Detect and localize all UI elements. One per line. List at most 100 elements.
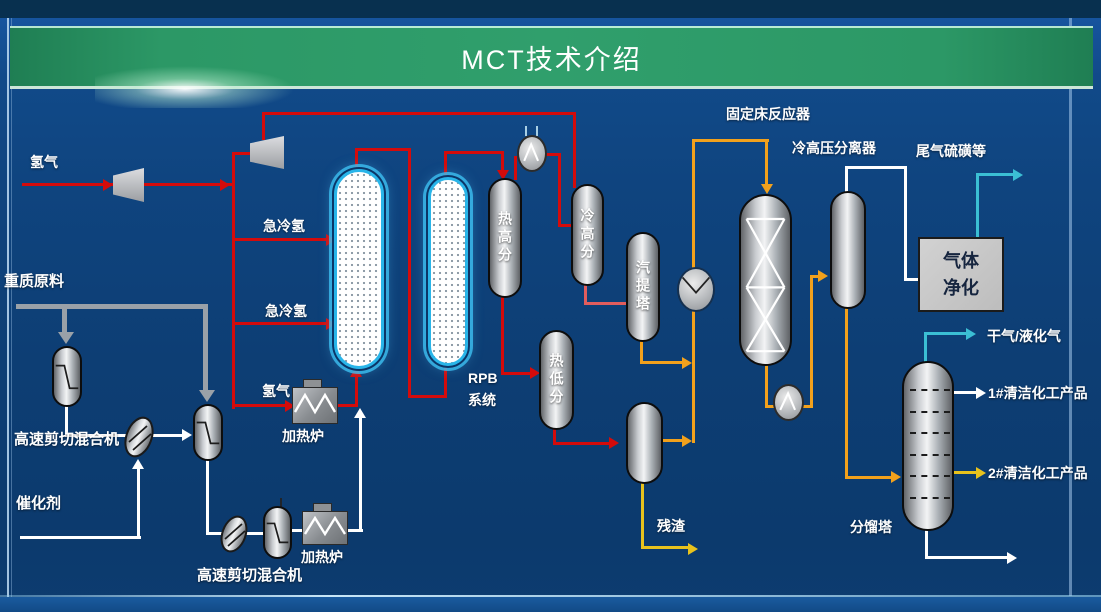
pipe-stripper-bottoms-b <box>640 361 686 364</box>
label-residue: 残渣 <box>657 518 685 534</box>
pipe-frac-bottoms-b <box>925 556 1010 559</box>
pipe-sep-inlet-b <box>810 275 822 278</box>
furnace2-body <box>302 511 348 545</box>
label-furnace-h2: 氢气 <box>262 383 290 399</box>
tray-line <box>910 497 950 499</box>
arrow-residue <box>688 543 698 555</box>
arrow-hotlp-inlet <box>530 367 540 379</box>
label-rpb-line1: RPB <box>468 370 498 386</box>
tray-line <box>910 475 950 477</box>
arrow-h2-manifold <box>220 179 230 191</box>
pipe-hothp-bottoms-b <box>501 372 532 375</box>
arrow-stripper-bottoms <box>682 357 692 369</box>
pipe-quench1 <box>232 238 328 241</box>
gas-purification-label: 气体净化 <box>943 251 979 298</box>
label-dry-gas: 干气/液化气 <box>987 328 1061 344</box>
arrow-frac-bottoms <box>1007 552 1017 564</box>
pipe-hx-out-a <box>545 153 561 156</box>
pipe-furnace1-inlet <box>232 404 287 407</box>
arrow-drygas <box>966 328 976 340</box>
furnace1-icon <box>292 379 338 424</box>
pipe-drum-out <box>662 439 687 442</box>
label-fixed-bed-reactor: 固定床反应器 <box>726 106 810 122</box>
pipe-hx1-out-a <box>65 404 68 437</box>
arrow-hothp-inlet <box>497 170 509 180</box>
pipe-tailgas-a <box>976 175 979 239</box>
hot-lp-separator: 热低分 <box>539 330 574 430</box>
pipe-furnace2-out-a <box>345 529 363 532</box>
surge-drum <box>626 402 663 484</box>
frame-left-line <box>7 18 9 612</box>
pipe-sep-overhead-a <box>845 168 848 195</box>
pipe-furnace1-outlet <box>336 404 358 407</box>
title-banner: MCT技术介绍 <box>10 26 1093 89</box>
arrow-catalyst <box>132 459 144 469</box>
pipe-hothp-to-hx <box>514 156 517 180</box>
pipe-r1-to-r2-a <box>355 148 411 151</box>
arrow-feed-hx1 <box>58 332 74 344</box>
label-furnace2: 加热炉 <box>301 549 343 565</box>
pipe-top-header <box>262 112 576 115</box>
hot-hp-separator-label: 热高分 <box>497 211 513 265</box>
arrow-tailgas <box>1013 169 1023 181</box>
pipe-h2-manifold <box>232 154 235 409</box>
pipe-hx2-out-b <box>206 532 222 535</box>
fixed-bed-lattice <box>745 217 786 353</box>
label-rpb-line2: 系统 <box>468 392 496 408</box>
label-cold-hp-separator: 冷高压分离器 <box>792 140 876 156</box>
arrow-furnace2-join <box>354 408 366 418</box>
pipe-reactor-bottoms <box>765 363 768 408</box>
pipe-hx2-in <box>765 405 777 408</box>
gas-purification-box: 气体净化 <box>918 237 1004 312</box>
arrow-furnace1 <box>285 400 295 412</box>
shear-mixer2-icon <box>220 515 248 553</box>
compressor1-icon <box>113 168 144 202</box>
pipe-sep-bottoms-a <box>845 308 848 479</box>
pipe-sep-inlet-a <box>810 278 813 408</box>
pipe-coldhp-bottoms-a <box>584 283 587 305</box>
label-heavy-feed: 重质原料 <box>4 273 65 290</box>
cold-hp-separator-vessel <box>830 191 866 309</box>
pipe-quench2 <box>232 322 328 325</box>
label-quench-upper: 急冷氢 <box>263 218 305 234</box>
arrow-quench1 <box>326 234 336 246</box>
pipe-r1-to-r2-c <box>408 395 447 398</box>
tray-line <box>910 432 950 434</box>
cold-hp-separator-small: 冷高分 <box>571 184 604 286</box>
rpb-reactor1 <box>334 169 384 369</box>
pipe-frac-feed <box>845 476 894 479</box>
pipe-product2 <box>951 471 978 474</box>
label-product1: 1#清洁化工产品 <box>988 385 1088 401</box>
pipe-residue-a <box>641 481 644 549</box>
pipe-hx2-out <box>800 405 813 408</box>
pipe-hx1-out-b <box>65 434 127 437</box>
arrow-mixer1-out <box>182 429 192 441</box>
tray-line <box>910 389 950 391</box>
pipe-r1-to-r2-b <box>408 148 411 398</box>
pipe-r2-to-hothp <box>444 151 504 154</box>
frame-left-line-2 <box>11 18 12 612</box>
label-hydrogen-feed: 氢气 <box>30 154 58 170</box>
furnace1-body <box>292 387 338 424</box>
pipe-product1 <box>951 391 978 394</box>
pipe-catalyst-a <box>20 536 141 539</box>
pipe-heavy-feed-drop2 <box>203 307 208 391</box>
pipe-mixer1-out <box>153 434 187 437</box>
label-product2: 2#清洁化工产品 <box>988 465 1088 481</box>
arrow-sep-inlet <box>818 270 828 282</box>
pipe-coldhp-bottoms-b <box>584 302 628 305</box>
pipe-drygas-a <box>924 335 927 364</box>
pipe-coldhp-inlet <box>573 112 576 188</box>
pipe-tailgas-b <box>976 173 1018 176</box>
pipe-reactor-feed-top <box>692 139 769 142</box>
heat-exchanger2-icon <box>773 384 804 421</box>
arrow-into-compressor1 <box>103 179 113 191</box>
hot-hp-separator: 热高分 <box>488 178 522 298</box>
arrow-drum-out <box>682 435 692 447</box>
pipe-hx-out-b <box>558 153 561 227</box>
tray-line <box>910 411 950 413</box>
label-tail-gas: 尾气硫磺等 <box>916 143 986 159</box>
slide-canvas: MCT技术介绍 <box>0 18 1101 612</box>
label-catalyst: 催化剂 <box>16 495 62 512</box>
label-fractionator: 分馏塔 <box>850 519 892 535</box>
